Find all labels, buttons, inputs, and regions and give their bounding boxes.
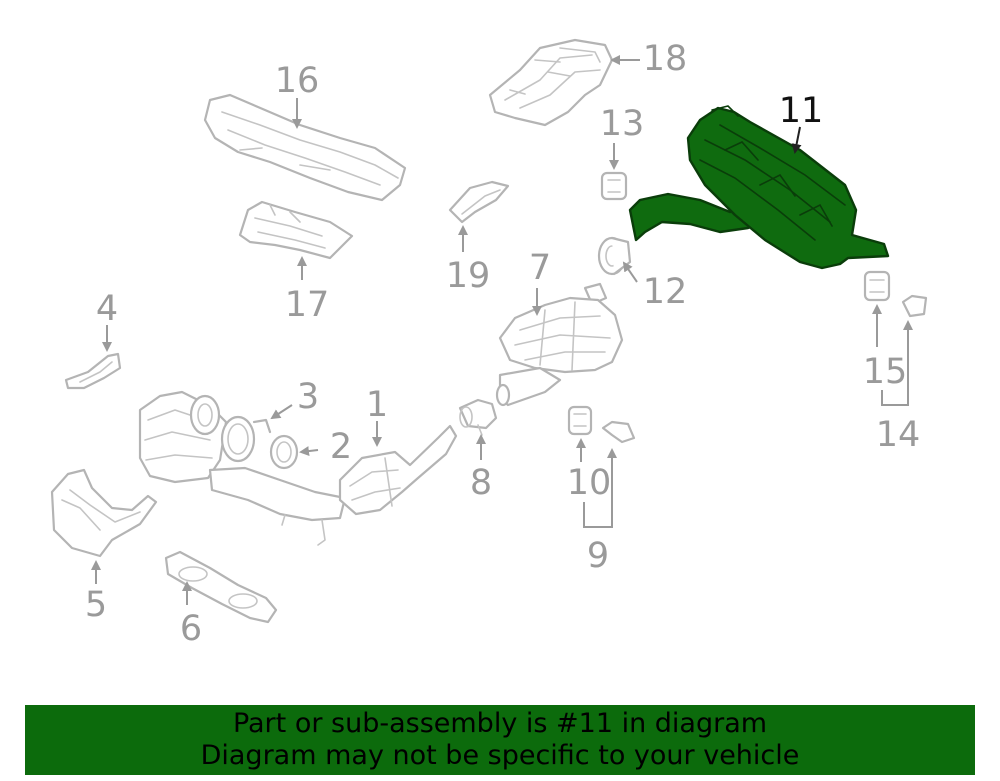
callout-19: 19 [446, 256, 491, 296]
callout-3: 3 [297, 377, 319, 417]
callout-14: 14 [876, 415, 921, 455]
banner-line-1: Part or sub-assembly is #11 in diagram [232, 708, 768, 739]
callout-6: 6 [180, 609, 202, 649]
part-11-rear-muffler [628, 105, 890, 270]
exhaust-system-diagram: 16 18 11 13 12 19 7 17 4 3 2 1 8 10 9 5 … [50, 38, 928, 649]
callout-5: 5 [85, 585, 107, 625]
part-16-heat-shield [203, 93, 407, 202]
part-9-bracket [601, 420, 636, 444]
part-8-clamp [458, 398, 498, 436]
callout-16: 16 [275, 61, 320, 101]
catalytic-converter-assembly [138, 390, 347, 546]
callout-8: 8 [470, 463, 492, 503]
part-1-front-pipe [338, 424, 458, 516]
callout-18: 18 [643, 39, 688, 79]
callout-4: 4 [96, 289, 118, 329]
part-5-heat-shield [50, 468, 158, 558]
callout-2: 2 [330, 427, 352, 467]
part-2-gasket [269, 434, 299, 470]
banner-line-2: Diagram may not be specific to your vehi… [200, 740, 800, 771]
part-10-hanger [567, 405, 593, 436]
callout-15: 15 [863, 352, 908, 392]
part-17-heat-shield [238, 200, 354, 260]
part-14-bracket [901, 294, 928, 318]
part-4-bracket [64, 352, 122, 390]
part-3-clamp [220, 415, 272, 463]
callout-11: 11 [779, 91, 824, 131]
callout-9: 9 [587, 536, 609, 576]
part-18-heat-shield [488, 38, 614, 127]
callout-labels: 16 18 11 13 12 19 7 17 4 3 2 1 8 10 9 5 … [85, 39, 920, 649]
part-12-clamp [597, 236, 632, 276]
leader-lines [91, 55, 913, 605]
part-13-hanger [600, 171, 628, 201]
callout-10: 10 [567, 463, 612, 503]
part-15-hanger [863, 270, 891, 302]
notice-banner: Part or sub-assembly is #11 in diagram D… [25, 705, 975, 775]
callout-13: 13 [600, 104, 645, 144]
callout-7: 7 [529, 248, 551, 288]
callout-17: 17 [285, 285, 330, 325]
part-19-bracket [448, 180, 510, 224]
callout-12: 12 [643, 272, 688, 312]
part-7-center-muffler [495, 282, 624, 407]
callout-1: 1 [366, 385, 388, 425]
